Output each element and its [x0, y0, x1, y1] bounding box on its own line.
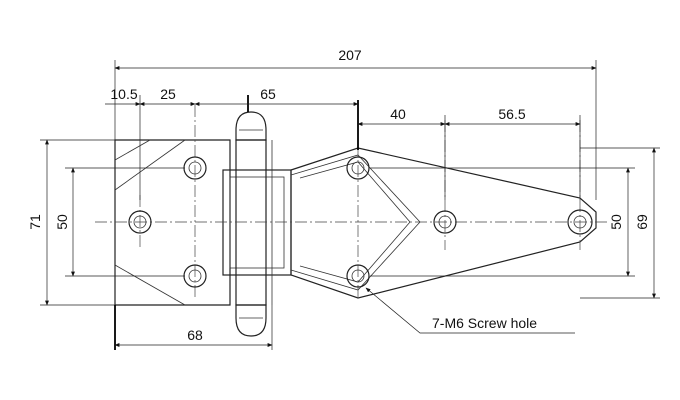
dim-bottom-width: 68 [187, 327, 203, 343]
dim-leaf-span: 65 [260, 86, 276, 102]
screw-hole [128, 210, 152, 234]
dimension-lines [45, 66, 656, 347]
dim-right-spacing-2: 56.5 [498, 106, 525, 122]
dim-left-offset: 10.5 [110, 86, 137, 102]
dim-right-height: 69 [634, 214, 650, 230]
centerlines [95, 105, 610, 300]
dim-overall-width: 207 [338, 47, 362, 63]
screw-hole-callout: 7-M6 Screw hole [365, 287, 575, 334]
dim-left-height: 71 [27, 214, 43, 230]
left-leaf [114, 139, 231, 306]
screw-hole [346, 264, 370, 288]
dimension-labels: 207 10.5 25 65 40 56.5 71 50 50 69 68 [27, 47, 650, 343]
screw-hole [567, 209, 593, 235]
hinge-knuckle [222, 111, 292, 337]
dim-right-spacing-1: 40 [390, 106, 406, 122]
dim-left-hole-spacing: 25 [160, 86, 176, 102]
extension-lines [40, 60, 660, 350]
screw-holes [128, 156, 593, 288]
right-leaf [290, 147, 597, 299]
dim-left-hole-vertical: 50 [54, 214, 70, 230]
screw-hole [346, 156, 370, 180]
callout-label: 7-M6 Screw hole [432, 315, 537, 331]
dim-right-hole-vertical: 50 [608, 214, 624, 230]
screw-hole [433, 210, 457, 234]
